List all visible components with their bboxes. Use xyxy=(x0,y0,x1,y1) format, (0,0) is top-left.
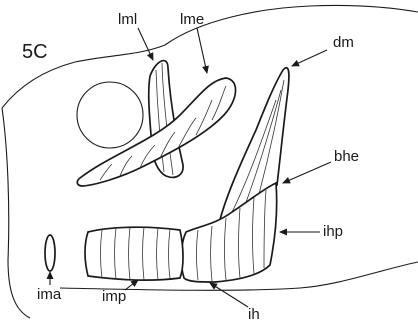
dm-leader xyxy=(292,50,327,66)
eye xyxy=(77,82,143,148)
ima-muscle xyxy=(45,235,55,271)
bhe-leader xyxy=(283,162,331,183)
imp-muscle xyxy=(85,227,183,280)
label-lml: lml xyxy=(118,11,137,28)
panel-label: 5C xyxy=(22,41,48,63)
head-outline-left xyxy=(2,108,30,318)
lme-leader xyxy=(197,28,207,73)
label-ima: ima xyxy=(37,286,62,303)
label-ihp: ihp xyxy=(323,223,343,240)
imp-leader xyxy=(125,280,138,290)
label-imp: imp xyxy=(102,288,126,305)
label-bhe: bhe xyxy=(334,148,359,165)
label-ih: ih xyxy=(248,306,260,323)
lml-leader xyxy=(138,28,153,60)
label-lme: lme xyxy=(180,11,204,28)
ih-leader xyxy=(210,283,248,307)
label-dm: dm xyxy=(333,34,354,51)
